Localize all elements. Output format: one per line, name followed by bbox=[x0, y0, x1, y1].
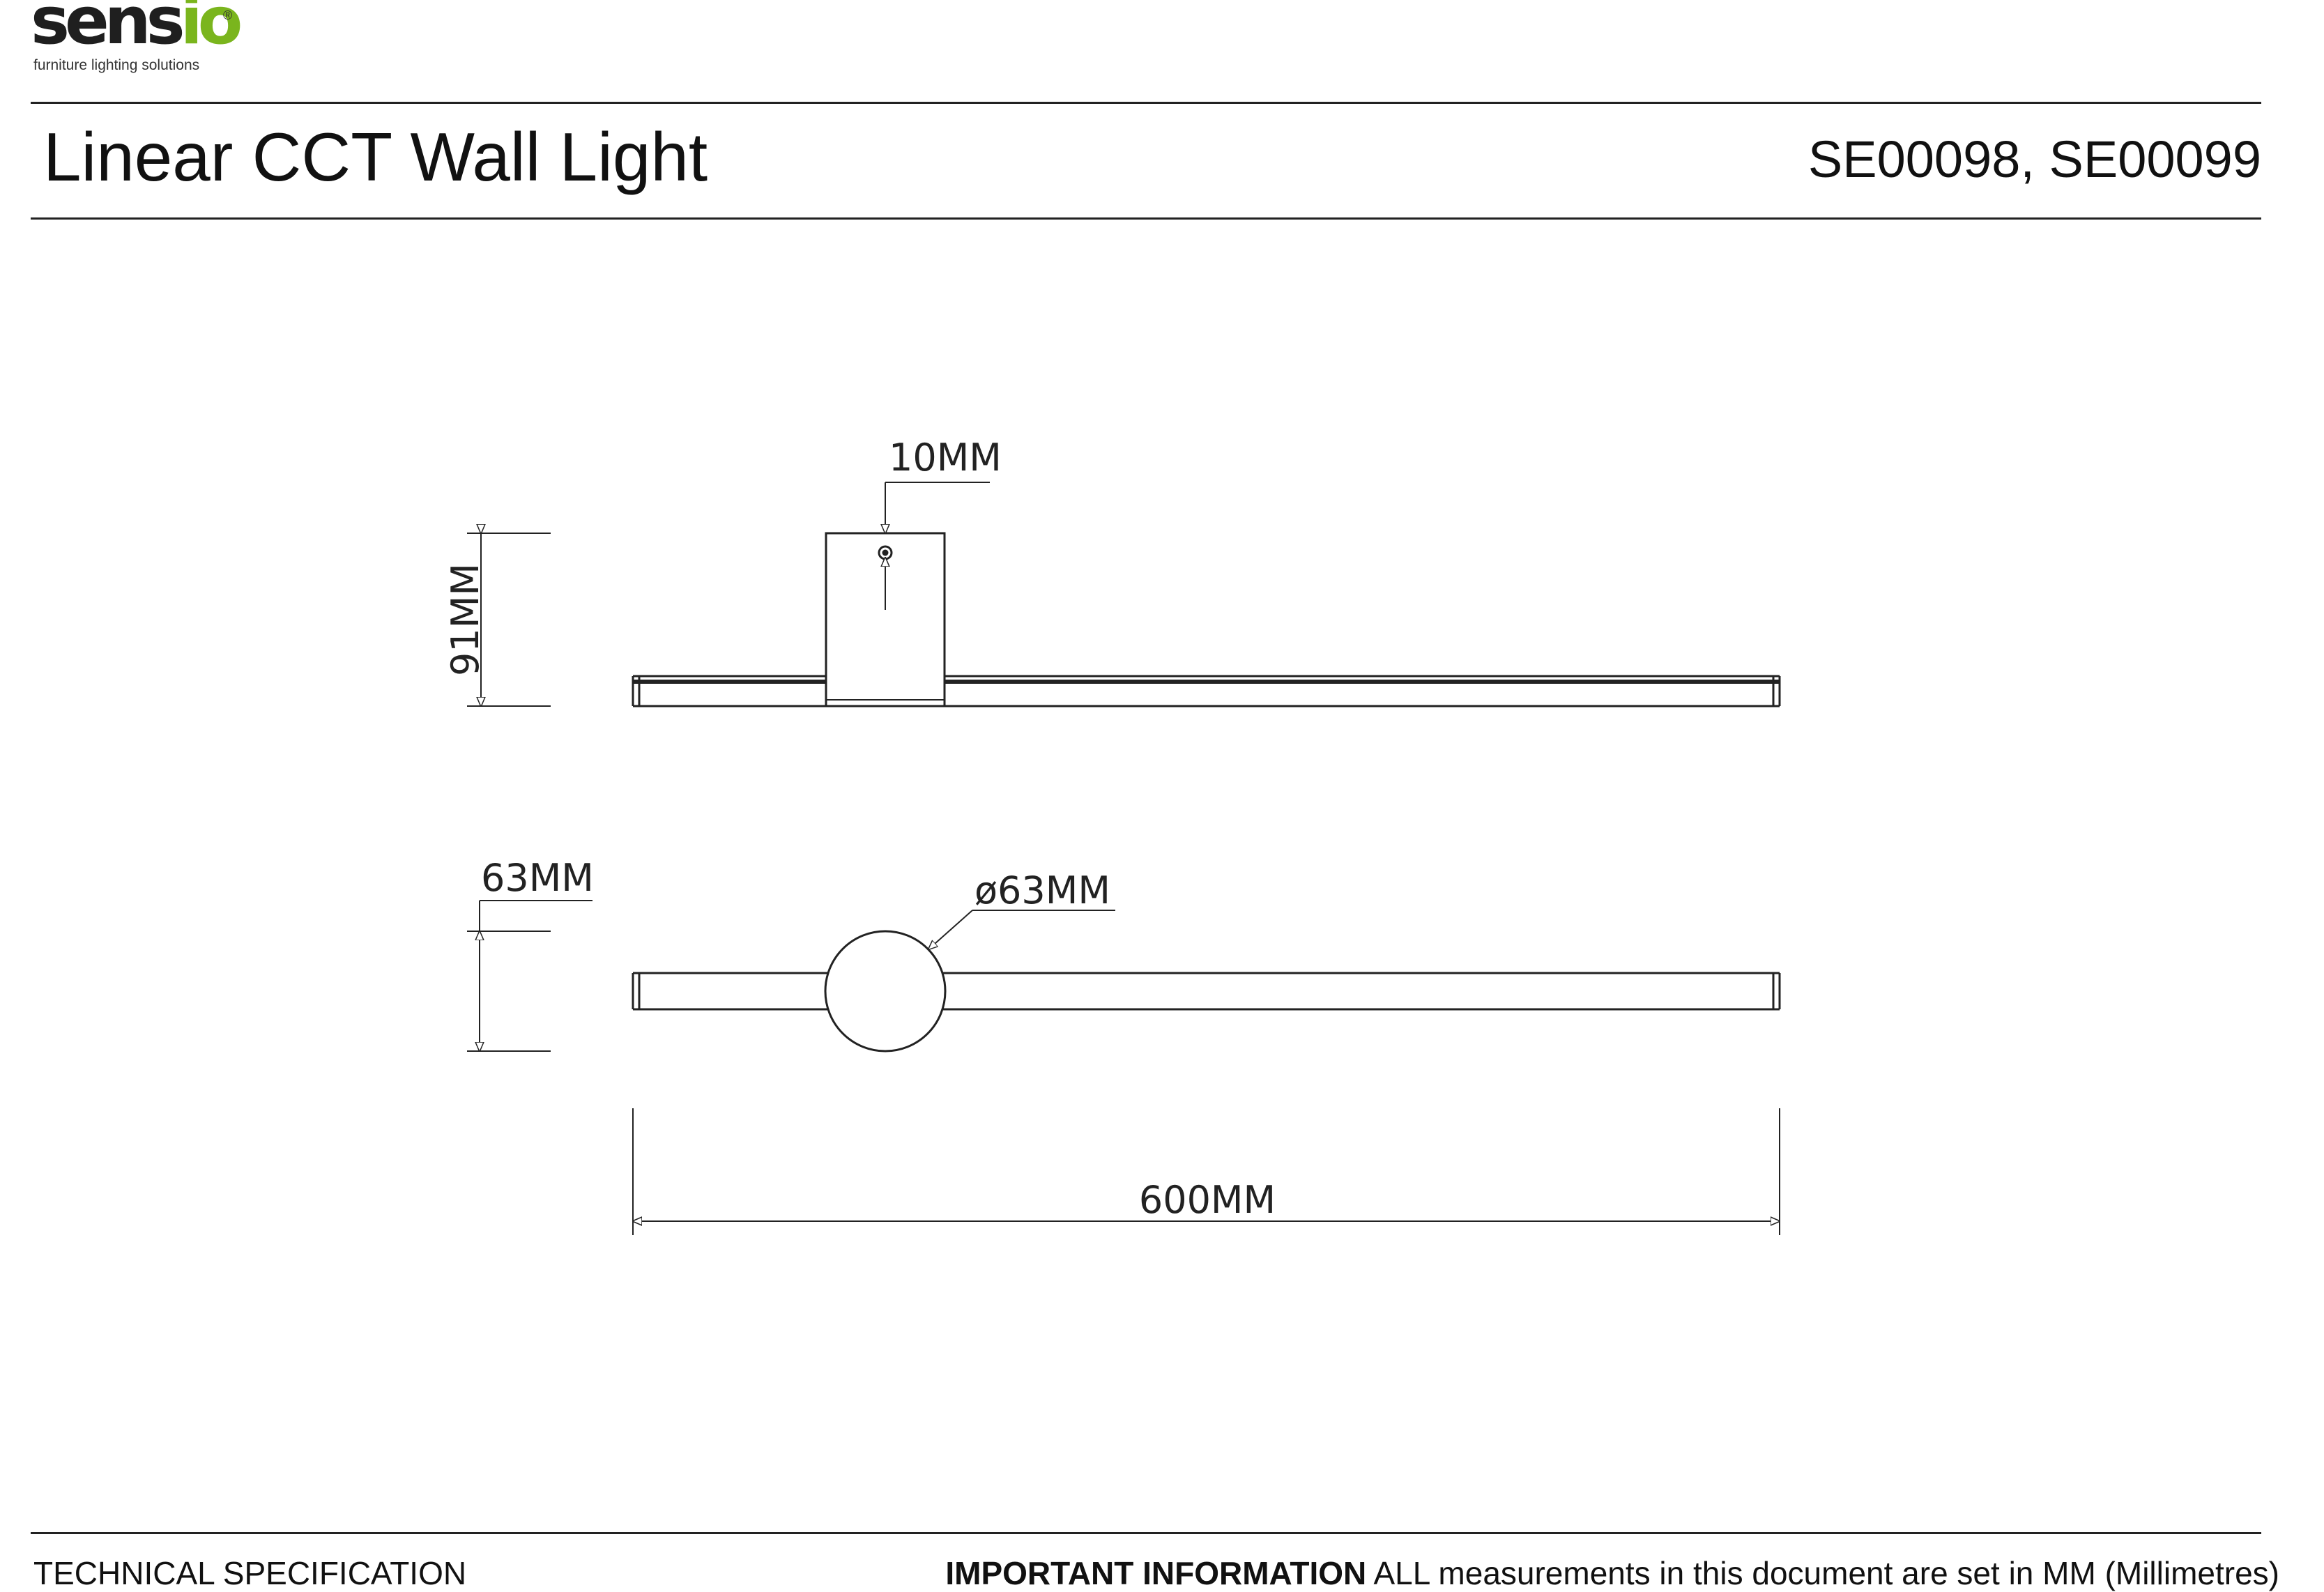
footer-section-label: TECHNICAL SPECIFICATION bbox=[33, 1555, 467, 1591]
top-view-mount-disc bbox=[824, 930, 947, 1053]
brand-name-accent: io bbox=[180, 0, 243, 59]
top-view-bar bbox=[632, 972, 1781, 1011]
length-label: 600MM bbox=[1139, 1178, 1276, 1222]
important-text: ALL measurements in this document are se… bbox=[1366, 1555, 2279, 1591]
side-view-bar bbox=[632, 675, 1781, 707]
brand-tagline: furniture lighting solutions bbox=[33, 57, 200, 73]
depth-dimension bbox=[467, 900, 593, 1052]
page-title: Linear CCT Wall Light bbox=[43, 118, 708, 195]
product-codes: SE00098, SE00099 bbox=[1807, 130, 2261, 188]
mount-label: 10MM bbox=[889, 436, 1002, 480]
mount-dimension bbox=[885, 482, 990, 610]
length-dimension bbox=[632, 1108, 1780, 1235]
footer-important-note: IMPORTANT INFORMATION ALL measurements i… bbox=[945, 1554, 2279, 1592]
important-heading: IMPORTANT INFORMATION bbox=[945, 1555, 1367, 1591]
height-label: 91MM bbox=[443, 563, 487, 676]
header-top-rule bbox=[31, 102, 2261, 104]
side-view bbox=[467, 482, 1781, 707]
brand-logo: sensio ® furniture lighting solutions bbox=[31, 0, 254, 78]
top-view bbox=[467, 900, 1781, 1235]
diameter-leader bbox=[928, 910, 1115, 949]
header-bottom-rule bbox=[31, 217, 2261, 220]
footer-rule bbox=[31, 1532, 2261, 1534]
registered-mark: ® bbox=[223, 8, 233, 22]
height-dimension bbox=[467, 533, 551, 707]
brand-wordmark: sensio bbox=[31, 0, 243, 54]
diameter-label: ø63MM bbox=[974, 868, 1110, 912]
depth-label: 63MM bbox=[481, 856, 594, 900]
brand-name-main: sens bbox=[31, 0, 185, 59]
